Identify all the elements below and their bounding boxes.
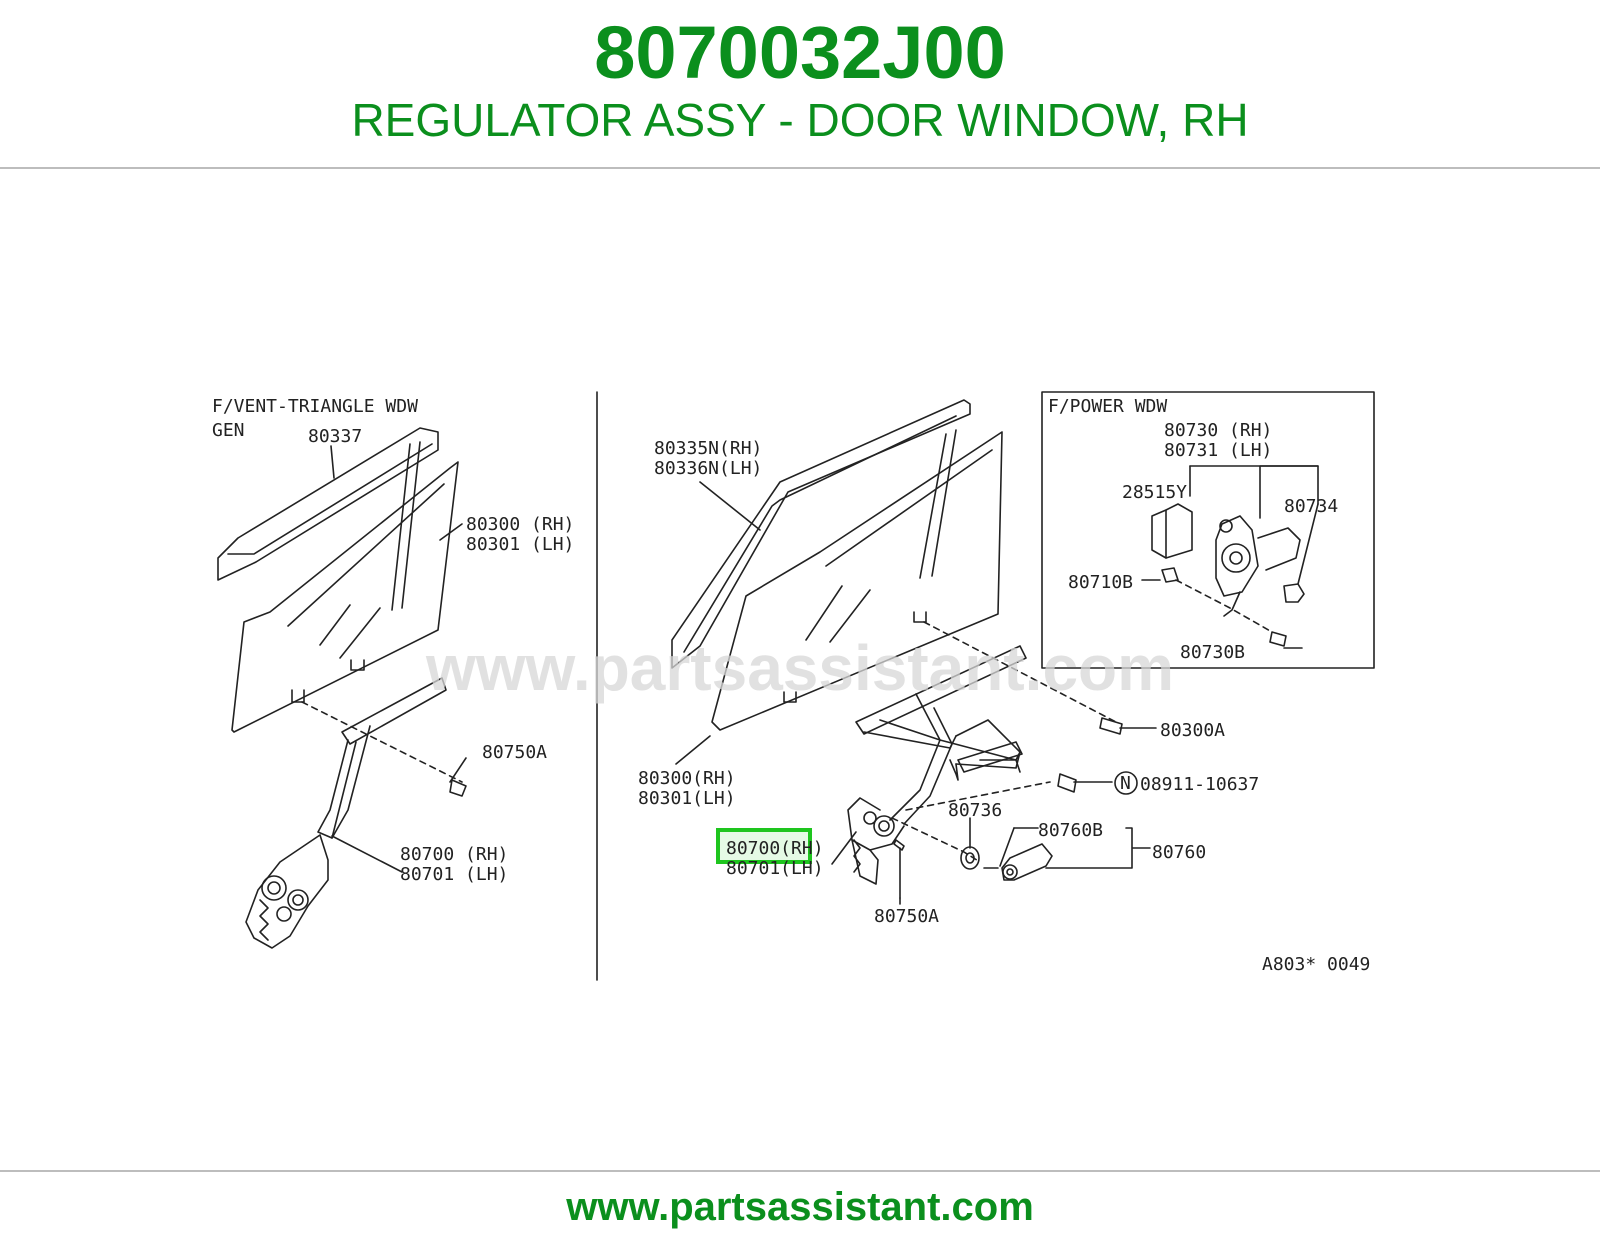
label-80300-rh-mid[interactable]: 80300(RH) [638,768,736,789]
label-80700-rh-mid[interactable]: 80700(RH) [726,838,824,859]
label-80760b[interactable]: 80760B [1038,820,1103,841]
footer-divider [0,1170,1600,1172]
label-80731-lh[interactable]: 80731 (LH) [1164,440,1272,461]
highlight-box[interactable] [716,828,812,864]
label-28515y[interactable]: 28515Y [1122,482,1187,503]
diagram-linework [217,391,1375,981]
header-divider [0,167,1600,169]
header: 8070032J00 REGULATOR ASSY - DOOR WINDOW,… [0,0,1600,168]
label-vent-gen: GEN [212,420,245,441]
label-80300-rh-left[interactable]: 80300 (RH) [466,514,574,535]
label-80701-lh-left[interactable]: 80701 (LH) [400,864,508,885]
label-80337[interactable]: 80337 [308,426,362,447]
part-number-title: 8070032J00 [594,11,1006,94]
label-80301-lh-mid[interactable]: 80301(LH) [638,788,736,809]
label-80734[interactable]: 80734 [1284,496,1338,517]
label-80730b[interactable]: 80730B [1180,642,1245,663]
label-80301-lh-left[interactable]: 80301 (LH) [466,534,574,555]
n-symbol-circle [1114,771,1138,795]
label-08911-10637[interactable]: 08911-10637 [1140,774,1259,795]
label-80710b[interactable]: 80710B [1068,572,1133,593]
label-80750a-left[interactable]: 80750A [482,742,547,763]
label-power-title: F/POWER WDW [1048,396,1167,417]
label-n-mark: N [1120,773,1131,794]
parts-diagram: www.partsassistant.com F/VENT-TRIANGLE W… [180,340,1420,1010]
label-80701-lh-mid[interactable]: 80701(LH) [726,858,824,879]
footer-url-link[interactable]: www.partsassistant.com [566,1185,1034,1229]
label-80335n-rh[interactable]: 80335N(RH) [654,438,762,459]
label-80736[interactable]: 80736 [948,800,1002,821]
label-ref-code: A803* 0049 [1262,954,1370,975]
label-80300a[interactable]: 80300A [1160,720,1225,741]
label-80760[interactable]: 80760 [1152,842,1206,863]
label-80750a-mid[interactable]: 80750A [874,906,939,927]
parts-diagram-svg: www.partsassistant.com F/VENT-TRIANGLE W… [212,391,1375,981]
label-vent-title: F/VENT-TRIANGLE WDW [212,396,418,417]
label-80700-rh-left[interactable]: 80700 (RH) [400,844,508,865]
label-80336n-lh[interactable]: 80336N(LH) [654,458,762,479]
watermark-text: www.partsassistant.com [425,632,1174,704]
part-description: REGULATOR ASSY - DOOR WINDOW, RH [351,94,1249,146]
label-80730-rh[interactable]: 80730 (RH) [1164,420,1272,441]
